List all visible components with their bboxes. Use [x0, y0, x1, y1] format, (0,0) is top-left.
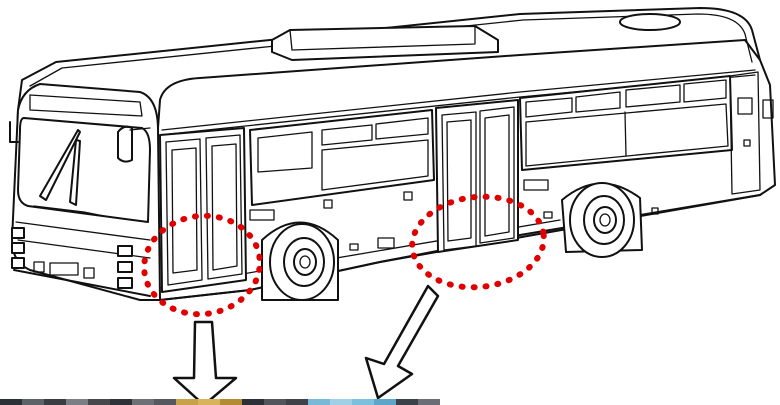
photo-strip-segment — [132, 399, 154, 405]
photo-strip-segment — [264, 399, 286, 405]
photo-strip-segment — [88, 399, 110, 405]
photo-strip — [0, 399, 440, 405]
middle-door-callout-arrow — [366, 286, 438, 398]
bus-body — [10, 8, 775, 300]
photo-strip-segment — [220, 399, 242, 405]
photo-strip-segment — [66, 399, 88, 405]
front-door-callout-arrow — [174, 322, 236, 405]
photo-strip-segment — [176, 399, 198, 405]
photo-strip-segment — [418, 399, 440, 405]
photo-strip-segment — [154, 399, 176, 405]
front-wheel — [262, 223, 338, 301]
photo-strip-segment — [110, 399, 132, 405]
photo-strip-segment — [374, 399, 396, 405]
photo-strip-segment — [396, 399, 418, 405]
photo-strip-segment — [286, 399, 308, 405]
photo-strip-segment — [308, 399, 330, 405]
photo-strip-segment — [352, 399, 374, 405]
photo-strip-segment — [44, 399, 66, 405]
photo-strip-segment — [242, 399, 264, 405]
photo-strip-segment — [330, 399, 352, 405]
front-door — [160, 128, 246, 292]
rear-wheel — [562, 183, 642, 257]
photo-strip-segment — [22, 399, 44, 405]
photo-strip-segment — [0, 399, 22, 405]
photo-strip-segment — [198, 399, 220, 405]
middle-door — [436, 100, 518, 252]
